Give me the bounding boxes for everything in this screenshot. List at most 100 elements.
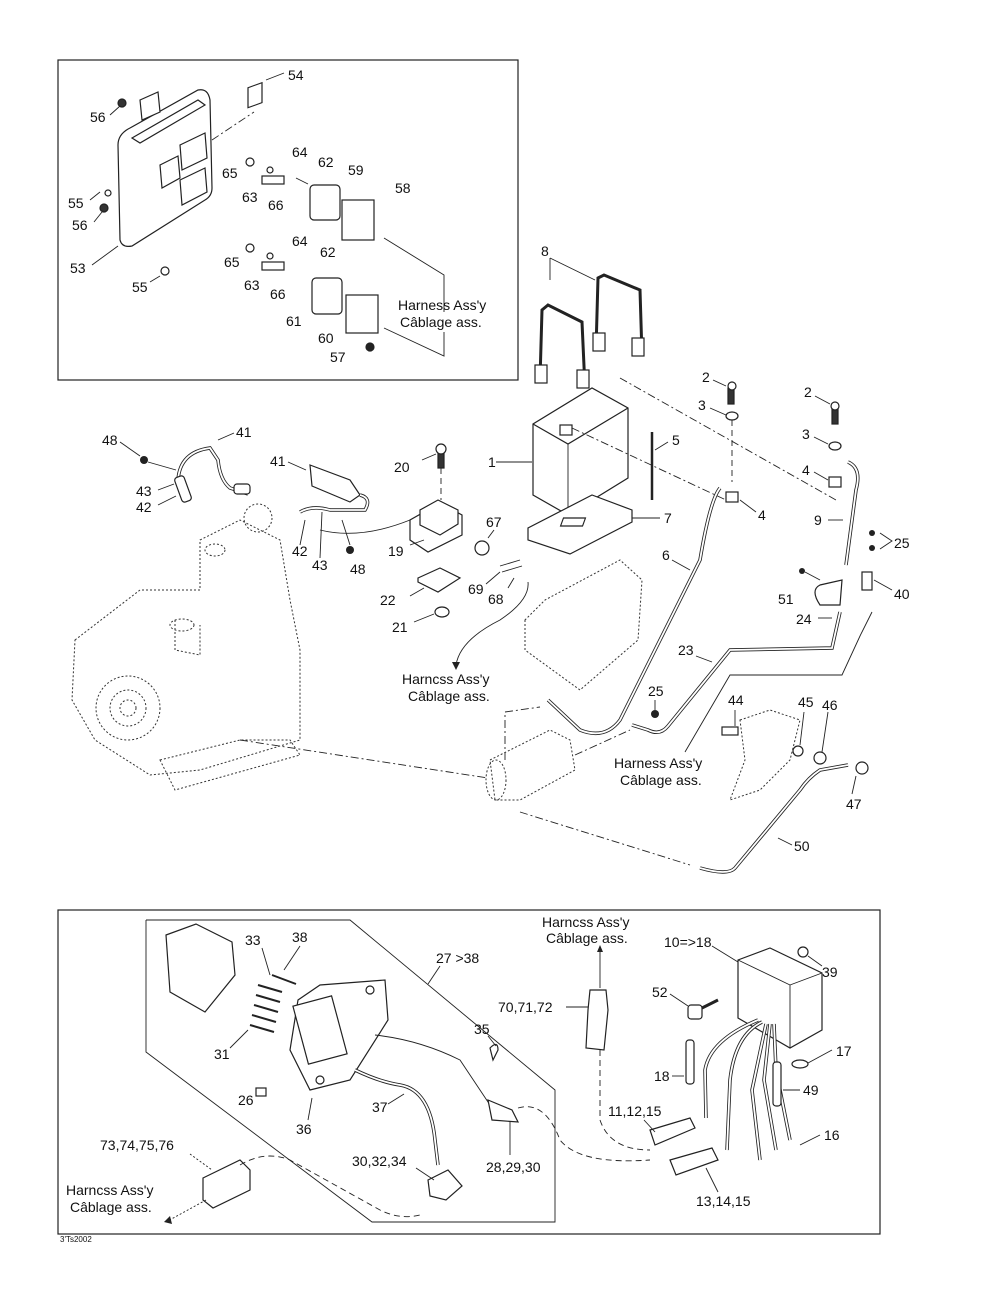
callout-33: 33 <box>245 932 261 948</box>
cdi-module: 10=>18 39 52 <box>652 934 838 1049</box>
callout-9: 9 <box>814 512 822 528</box>
callouts-top: 54 56 55 56 53 55 64 62 59 65 58 63 66 6… <box>68 67 486 365</box>
harness-label-mid-right-line2: Câblage ass. <box>620 772 702 788</box>
callout-47: 47 <box>846 796 862 812</box>
callout-54: 54 <box>288 67 304 83</box>
section-battery-engine: 8 1 7 5 <box>71 243 910 874</box>
harness-label-bottom-left-line2: Câblage ass. <box>70 1199 152 1215</box>
callout-4-b: 4 <box>802 462 810 478</box>
callout-4-a: 4 <box>758 507 766 523</box>
bolt-52 <box>687 1004 703 1020</box>
harness-label-bottom-top-line2: Câblage ass. <box>546 930 628 946</box>
callout-8: 8 <box>541 243 549 259</box>
panel-frame-bottom <box>57 909 881 1235</box>
callout-10-18: 10=>18 <box>664 934 712 950</box>
callout-35: 35 <box>474 1021 490 1037</box>
connector-70-72 <box>585 989 609 1051</box>
connector-11-12-15 <box>649 1117 696 1146</box>
callout-56-b: 56 <box>72 217 88 233</box>
callout-66-a: 66 <box>268 197 284 213</box>
cable-50 <box>699 763 849 874</box>
callout-1: 1 <box>488 454 496 470</box>
callout-40: 40 <box>894 586 910 602</box>
callout-16: 16 <box>824 1127 840 1143</box>
ring-17 <box>791 1059 809 1069</box>
callout-62-b: 62 <box>320 244 336 260</box>
fuse-cover <box>165 923 236 1013</box>
callout-58: 58 <box>395 180 411 196</box>
callout-25-b: 25 <box>648 683 664 699</box>
harness-label-top-line2: Câblage ass. <box>400 314 482 330</box>
callout-36: 36 <box>296 1121 312 1137</box>
callout-26: 26 <box>238 1092 254 1108</box>
part-40 <box>861 571 873 591</box>
callout-60: 60 <box>318 330 334 346</box>
callout-3-a: 3 <box>698 397 706 413</box>
ecu-module <box>117 89 213 247</box>
callout-41-a: 41 <box>236 424 252 440</box>
callout-59: 59 <box>348 162 364 178</box>
ring-terminal-35 <box>489 1043 499 1062</box>
panel-harness-modules: 33 38 31 26 36 37 35 27 >38 30,32,34 28,… <box>57 909 881 1235</box>
callout-49: 49 <box>803 1082 819 1098</box>
callout-43-b: 43 <box>312 557 328 573</box>
bracket-24 <box>814 579 843 606</box>
screw-26 <box>255 1087 267 1097</box>
callout-2-b: 2 <box>804 384 812 400</box>
callout-42-a: 42 <box>136 499 152 515</box>
callout-46: 46 <box>822 697 838 713</box>
connector-28-30 <box>487 1099 520 1123</box>
callout-5: 5 <box>672 432 680 448</box>
sub-assembly-outline <box>145 919 556 1223</box>
panel-frame-top <box>57 59 519 381</box>
callout-63-a: 63 <box>242 189 258 205</box>
callout-20: 20 <box>394 459 410 475</box>
connector-cap <box>247 81 263 109</box>
regulator-upper <box>245 157 375 241</box>
battery-tray: 7 <box>527 494 672 555</box>
callout-51: 51 <box>778 591 794 607</box>
callout-22: 22 <box>380 592 396 608</box>
callout-17: 17 <box>836 1043 852 1059</box>
callout-38: 38 <box>292 929 308 945</box>
callout-3-b: 3 <box>802 426 810 442</box>
callout-56-a: 56 <box>90 109 106 125</box>
callout-30-32-34: 30,32,34 <box>352 1153 407 1169</box>
callout-19: 19 <box>388 543 404 559</box>
callout-62-a: 62 <box>318 154 334 170</box>
callout-41-b: 41 <box>270 453 286 469</box>
drawing-code: 3'Ts2002 <box>60 1235 92 1244</box>
ignition-coil: 20 19 22 21 <box>380 443 463 635</box>
engine <box>71 503 489 791</box>
callout-66-b: 66 <box>270 286 286 302</box>
harness-label-mid-left-line1: Harncss Ass'y <box>402 671 489 687</box>
callout-57: 57 <box>330 349 346 365</box>
callout-39: 39 <box>822 964 838 980</box>
harness-label-bottom-left-line1: Harncss Ass'y <box>66 1182 153 1198</box>
sleeve-49 <box>772 1061 782 1107</box>
callout-55-a: 55 <box>68 195 84 211</box>
callout-31: 31 <box>214 1046 230 1062</box>
harness-label-mid-left-line2: Câblage ass. <box>408 688 490 704</box>
harness-label-top-line1: Harness Ass'y <box>398 297 486 313</box>
sleeve-18 <box>685 1039 695 1085</box>
callout-13-14-15: 13,14,15 <box>696 1193 751 1209</box>
callout-23: 23 <box>678 642 694 658</box>
callout-21: 21 <box>392 619 408 635</box>
callout-2-a: 2 <box>702 369 710 385</box>
callout-37: 37 <box>372 1099 388 1115</box>
callout-7: 7 <box>664 510 672 526</box>
callout-65-a: 65 <box>222 165 238 181</box>
callout-11-12-15: 11,12,15 <box>608 1103 662 1119</box>
callout-61: 61 <box>286 313 302 329</box>
connector-13-14-15 <box>669 1147 719 1176</box>
callout-64-b: 64 <box>292 233 308 249</box>
regulator-lower <box>245 243 379 352</box>
callout-45: 45 <box>798 694 814 710</box>
ground-mount: 44 45 46 47 <box>721 692 869 812</box>
callout-52: 52 <box>652 984 668 1000</box>
callout-24: 24 <box>796 611 812 627</box>
connector-73-76 <box>202 1159 251 1209</box>
part-67 <box>474 540 490 556</box>
